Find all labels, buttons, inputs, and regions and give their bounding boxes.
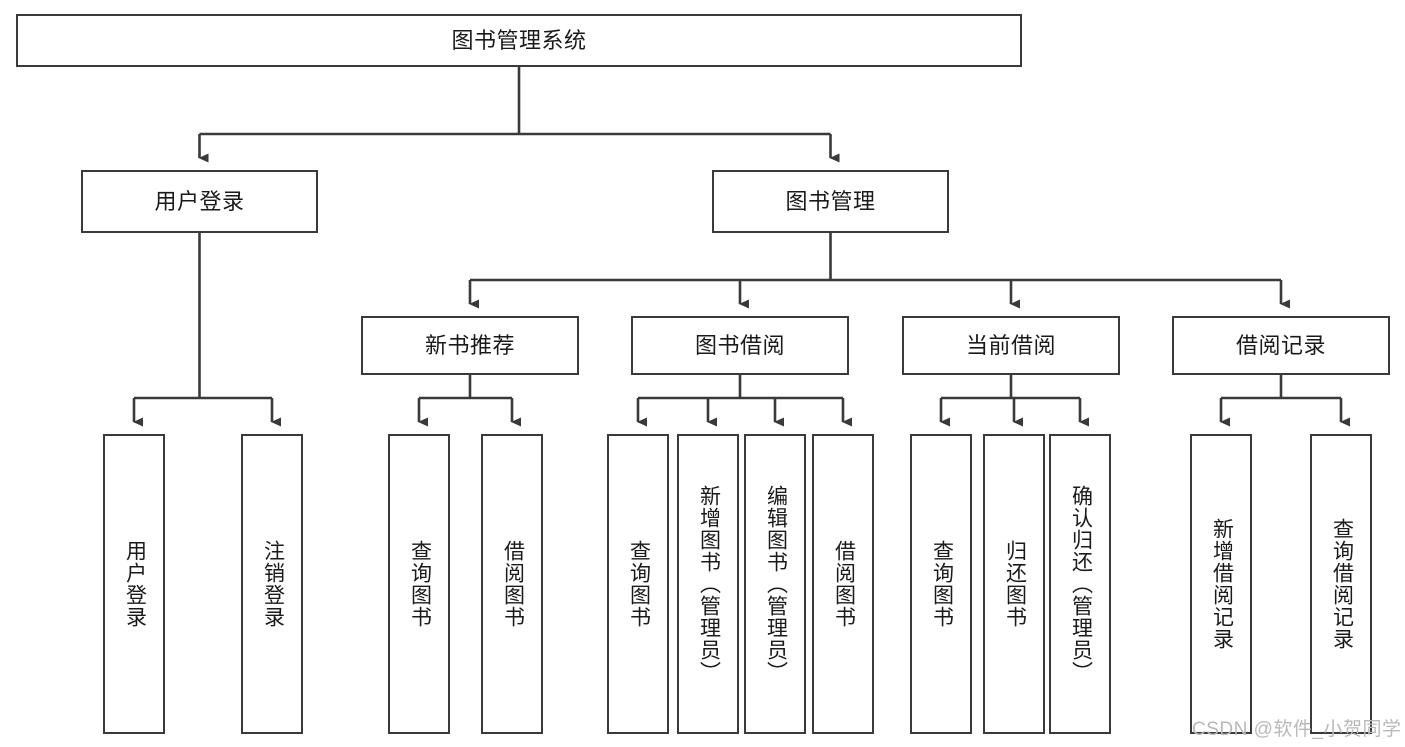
leaf-query-book-1[interactable]: 查询图书	[388, 434, 450, 734]
node-label: 新增借阅记录	[1210, 518, 1234, 650]
node-borrow-record[interactable]: 借阅记录	[1172, 316, 1390, 375]
node-label: 新增图书（管理员）	[697, 485, 721, 683]
node-label: 归还图书	[1003, 540, 1027, 628]
node-label: 用户登录	[154, 188, 245, 214]
node-label: 确认归还（管理员）	[1069, 485, 1093, 683]
leaf-add-record[interactable]: 新增借阅记录	[1190, 434, 1252, 734]
leaf-add-book[interactable]: 新增图书（管理员）	[677, 434, 739, 734]
leaf-confirm-return[interactable]: 确认归还（管理员）	[1049, 434, 1111, 734]
node-new-book-rec[interactable]: 新书推荐	[361, 316, 579, 375]
leaf-return-book[interactable]: 归还图书	[983, 434, 1045, 734]
node-label: 查询图书	[930, 540, 954, 628]
node-user-login[interactable]: 用户登录	[81, 170, 318, 233]
node-label: 查询借阅记录	[1330, 518, 1354, 650]
node-label: 查询图书	[408, 540, 432, 628]
node-label: 图书借阅	[694, 332, 785, 358]
node-label: 借阅记录	[1235, 332, 1326, 358]
connector-lines	[132, 67, 1350, 427]
node-label: 新书推荐	[424, 332, 515, 358]
leaf-borrow-book-2[interactable]: 借阅图书	[812, 434, 874, 734]
node-current-borrow[interactable]: 当前借阅	[902, 316, 1120, 375]
leaf-query-record[interactable]: 查询借阅记录	[1310, 434, 1372, 734]
node-book-manage[interactable]: 图书管理	[712, 170, 949, 233]
leaf-query-book-2[interactable]: 查询图书	[607, 434, 669, 734]
node-label: 查询图书	[627, 540, 651, 628]
leaf-user-login[interactable]: 用户登录	[103, 434, 165, 734]
node-label: 编辑图书（管理员）	[764, 485, 788, 683]
node-label: 当前借阅	[965, 332, 1056, 358]
node-label: 图书管理系统	[451, 27, 587, 53]
leaf-query-book-3[interactable]: 查询图书	[910, 434, 972, 734]
leaf-borrow-book-1[interactable]: 借阅图书	[481, 434, 543, 734]
node-book-borrow[interactable]: 图书借阅	[631, 316, 849, 375]
leaf-user-logout[interactable]: 注销登录	[241, 434, 303, 734]
node-label: 借阅图书	[832, 540, 856, 628]
node-root[interactable]: 图书管理系统	[16, 14, 1022, 67]
node-label: 用户登录	[123, 540, 147, 628]
leaf-edit-book[interactable]: 编辑图书（管理员）	[744, 434, 806, 734]
node-label: 注销登录	[261, 540, 285, 628]
node-label: 图书管理	[785, 188, 876, 214]
node-label: 借阅图书	[501, 540, 525, 628]
